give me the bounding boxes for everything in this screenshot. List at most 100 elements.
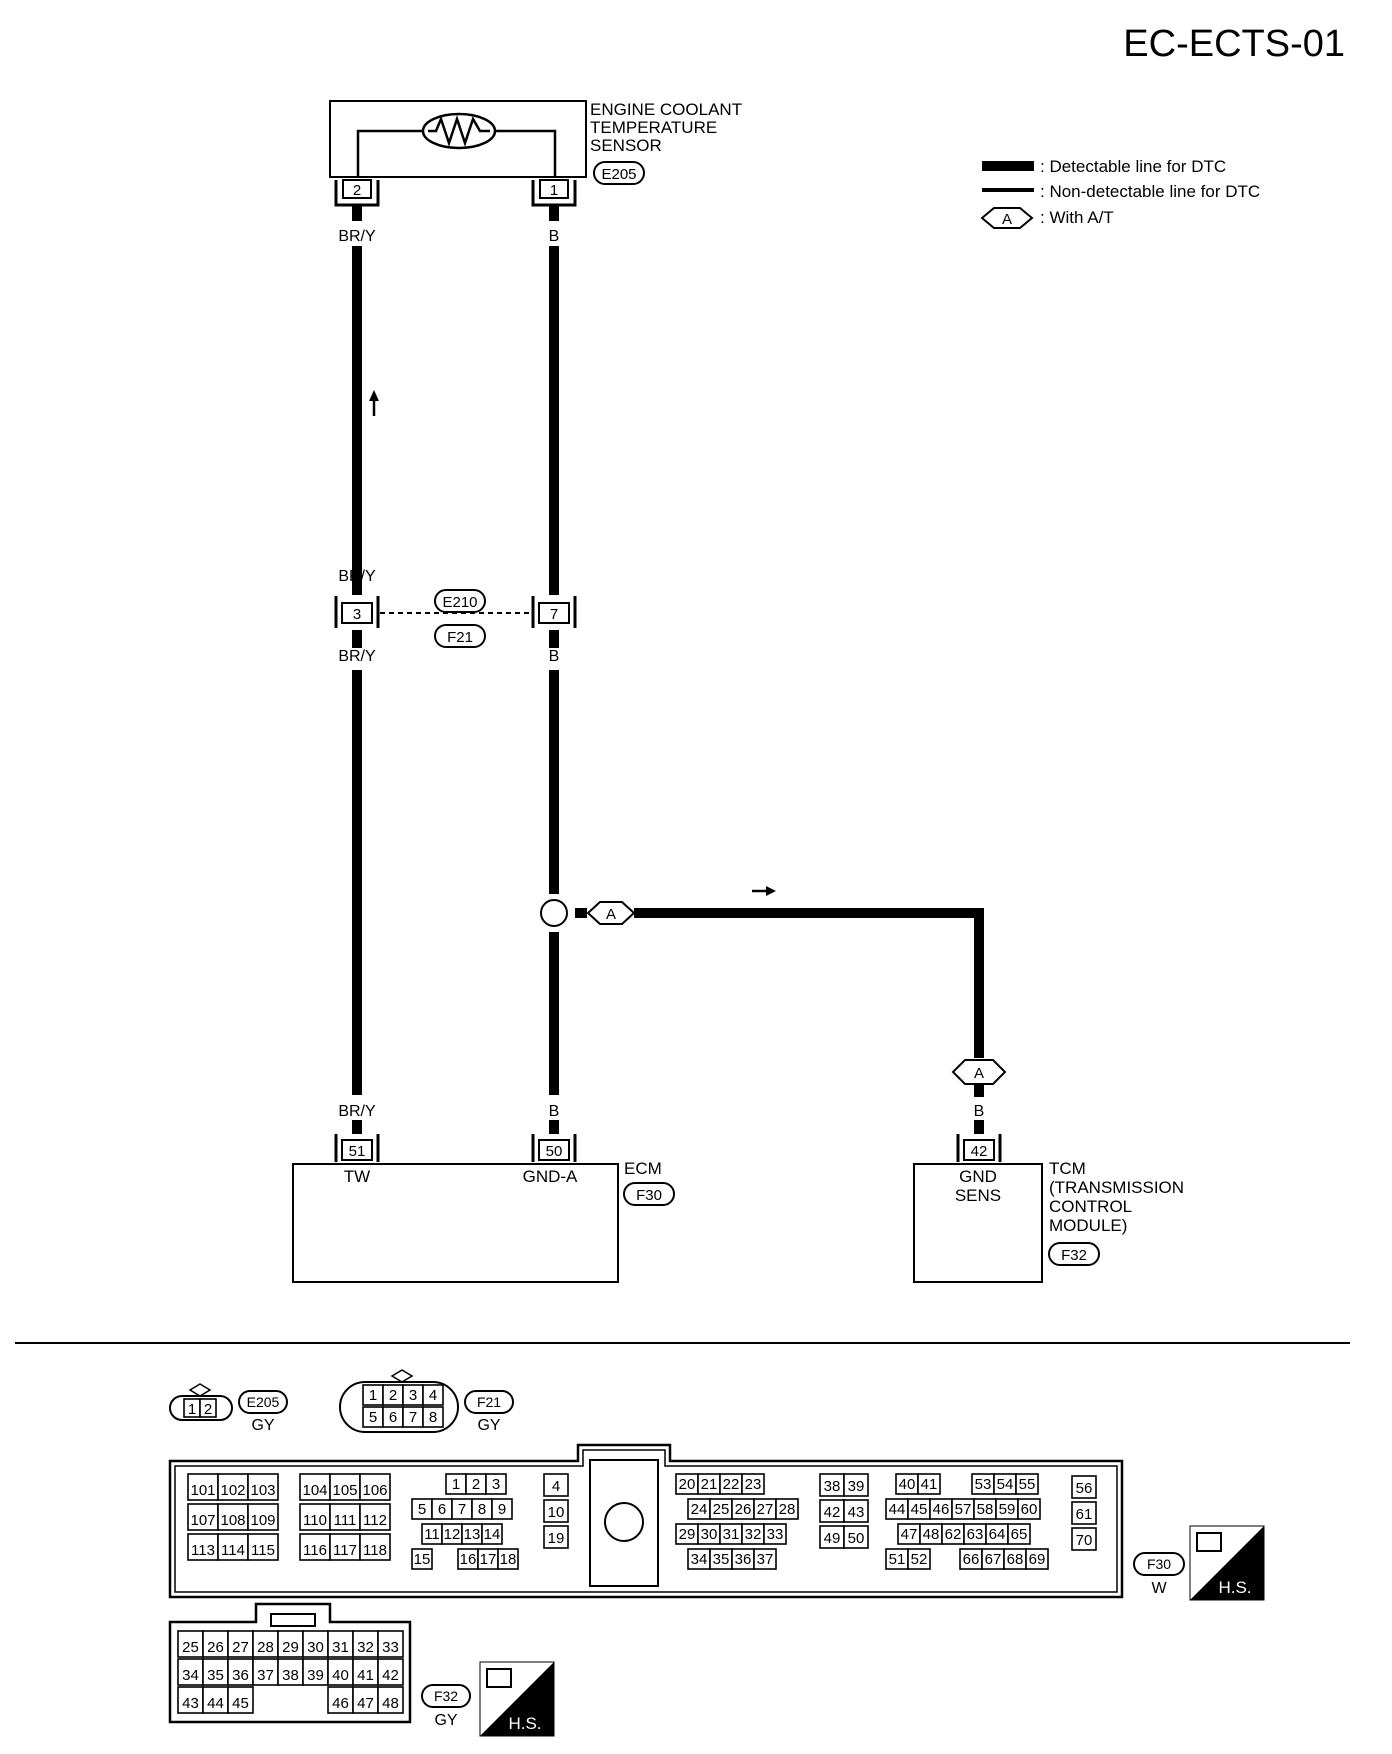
tcm-pin-42-number: 42	[971, 1143, 988, 1160]
f30-cell	[247, 1533, 279, 1561]
e205-pin: 1	[188, 1401, 196, 1418]
f30-pin-109: 109	[250, 1512, 275, 1529]
hs-fill	[480, 1662, 554, 1736]
sensor-name-line2: TEMPERATURE	[590, 118, 717, 137]
f30-cell	[299, 1533, 331, 1561]
f30-cell	[907, 1548, 931, 1570]
f21-pin-5: 5	[369, 1409, 377, 1426]
connector-id-f32: F32	[1061, 1247, 1087, 1264]
f30-pin-14: 14	[484, 1526, 501, 1543]
f30-pin-5: 5	[418, 1501, 426, 1518]
coolant-temperature-sensor: ENGINE COOLANT TEMPERATURE SENSOR E205 2…	[329, 100, 742, 207]
legend: : Detectable line for DTC : Non-detectab…	[980, 157, 1260, 229]
f30-pin-35: 35	[713, 1551, 730, 1568]
f30-pin-53: 53	[975, 1476, 992, 1493]
f30-pin-17: 17	[480, 1551, 497, 1568]
harness-connector-icon	[486, 1668, 512, 1688]
f30-pin-34: 34	[691, 1551, 708, 1568]
f30-pin-68: 68	[1007, 1551, 1024, 1568]
f32-pin-46: 46	[332, 1695, 349, 1712]
f30-pin-42: 42	[824, 1504, 841, 1521]
f30-cell	[1017, 1498, 1041, 1520]
ecm-body	[292, 1163, 619, 1283]
wire-stub	[974, 1085, 984, 1097]
f21-pin-4: 4	[429, 1387, 437, 1404]
f30-cell	[329, 1473, 361, 1501]
f30-pin-56: 56	[1076, 1480, 1093, 1497]
f30-pin-36: 36	[735, 1551, 752, 1568]
f30-pin-10: 10	[548, 1504, 565, 1521]
f32-cell	[252, 1630, 279, 1658]
option-a-label: A	[606, 906, 616, 923]
f30-pin-51: 51	[889, 1551, 906, 1568]
f32-pin-37: 37	[257, 1667, 274, 1684]
wire-color-b: B	[549, 1103, 560, 1120]
f30-cell	[247, 1503, 279, 1531]
f30-pin-101: 101	[190, 1482, 215, 1499]
junction-pin-3	[341, 602, 373, 624]
f30-cell	[1071, 1475, 1097, 1499]
f32-pin-35: 35	[207, 1667, 224, 1684]
ecm-module: 51 50 TW GND-A ECM F30	[292, 1134, 675, 1283]
connector-id-f30: F30	[636, 1187, 662, 1204]
f30-pin-21: 21	[701, 1476, 718, 1493]
f30-pin-60: 60	[1021, 1501, 1038, 1518]
f30-pin-118: 118	[363, 1542, 387, 1559]
f32-cell	[377, 1686, 404, 1714]
f30-pin-40: 40	[899, 1476, 916, 1493]
f30-pin-43: 43	[848, 1504, 865, 1521]
tcm-label-line1: TCM	[1049, 1159, 1086, 1178]
wire-color-b: B	[549, 648, 560, 665]
arrow-head	[766, 886, 776, 896]
ecm-pin-51	[341, 1139, 373, 1161]
f30-pin-26: 26	[735, 1501, 752, 1518]
sensor-name-line1: ENGINE COOLANT	[590, 100, 742, 119]
f30-pin-2: 2	[472, 1476, 480, 1493]
f32-pin-28: 28	[257, 1639, 274, 1656]
f30-cell	[843, 1525, 869, 1549]
f32-pin-48: 48	[382, 1695, 399, 1712]
f32-cell	[277, 1630, 304, 1658]
legend-option-symbol: A	[1002, 211, 1012, 228]
f30-pin-108: 108	[220, 1512, 245, 1529]
f30-pin-41: 41	[921, 1476, 938, 1493]
f32-color: GY	[434, 1712, 457, 1729]
f30-pin-49: 49	[824, 1530, 841, 1547]
wire-stub	[352, 1120, 362, 1134]
connector-tag-f32	[1048, 1242, 1100, 1266]
junction-pin-7-housing	[531, 596, 577, 628]
f30-pin-22: 22	[723, 1476, 740, 1493]
e205-id: E205	[247, 1394, 280, 1410]
f30-pin-39: 39	[848, 1478, 865, 1495]
f30-pin-117: 117	[333, 1542, 357, 1559]
f30-cell	[753, 1548, 777, 1570]
wire-stub	[352, 205, 362, 221]
f30-tag	[1133, 1552, 1185, 1576]
f30-cell	[543, 1473, 569, 1497]
f30-pin-48: 48	[923, 1526, 940, 1543]
f30-pin-55: 55	[1019, 1476, 1036, 1493]
f32-pin-38: 38	[282, 1667, 299, 1684]
tcm-terminal-line2: SENS	[955, 1186, 1001, 1205]
latch-icon	[390, 1369, 414, 1383]
f32-cell	[177, 1630, 204, 1658]
f30-pin-13: 13	[464, 1526, 481, 1543]
f30-pin-47: 47	[901, 1526, 918, 1543]
f30-cell	[187, 1533, 219, 1561]
f32-latch	[270, 1613, 316, 1627]
f32-cell	[352, 1686, 379, 1714]
f30-cell	[329, 1503, 361, 1531]
f30-pin-106: 106	[362, 1482, 387, 1499]
harness-side-symbol: H.S.	[1189, 1525, 1265, 1601]
wire-bry-lower	[352, 670, 362, 1095]
f30-pin-57: 57	[955, 1501, 972, 1518]
f30-cell	[187, 1473, 219, 1501]
f30-pin-30: 30	[701, 1526, 718, 1543]
legend-non-detectable-text: : Non-detectable line for DTC	[1040, 182, 1260, 201]
